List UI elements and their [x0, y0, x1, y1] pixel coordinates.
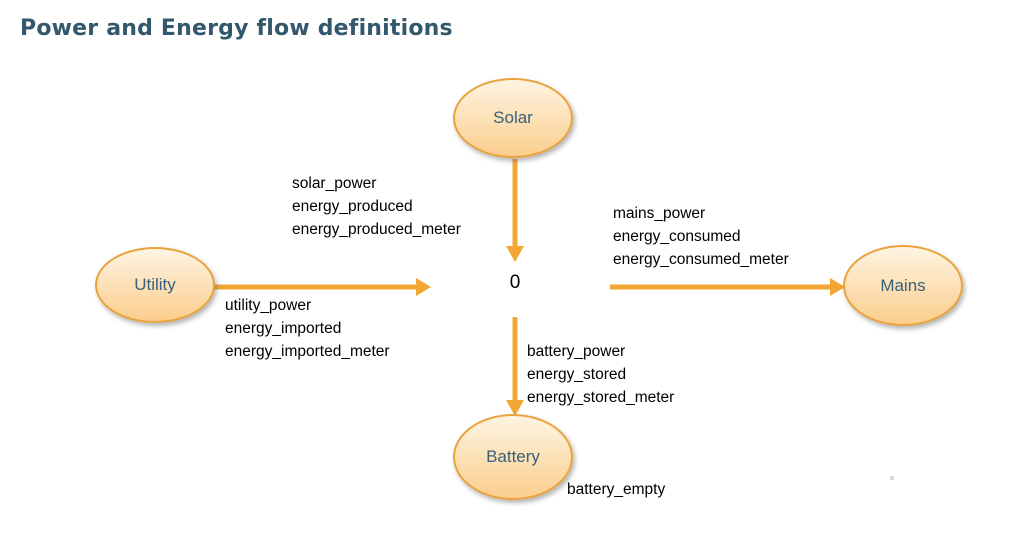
flow-label: mains_power — [613, 205, 706, 222]
flow-label: energy_imported — [225, 320, 342, 337]
node-utility-label: Utility — [134, 275, 176, 294]
node-utility: Utility — [95, 247, 215, 323]
arrow-center-to-mains — [610, 278, 845, 296]
node-solar: Solar — [453, 78, 573, 158]
arrow-solar-to-center — [506, 159, 524, 262]
stray-mark — [890, 476, 894, 480]
flow-label: energy_consumed — [613, 228, 741, 245]
flow-label: energy_produced_meter — [292, 221, 461, 238]
solar-flow-labels: solar_power energy_produced energy_produ… — [292, 172, 461, 241]
flow-label: battery_power — [527, 343, 626, 360]
node-solar-label: Solar — [493, 108, 533, 127]
battery-flow-labels: battery_power energy_stored energy_store… — [527, 340, 674, 409]
center-node-value: 0 — [509, 272, 521, 293]
node-mains: Mains — [843, 245, 963, 326]
utility-flow-labels: utility_power energy_imported energy_imp… — [225, 294, 390, 363]
mains-flow-labels: mains_power energy_consumed energy_consu… — [613, 202, 789, 271]
page-title: Power and Energy flow definitions — [20, 16, 453, 41]
flow-label: solar_power — [292, 175, 377, 192]
flow-label: energy_imported_meter — [225, 343, 390, 360]
flow-label: energy_produced — [292, 198, 413, 215]
flow-label: energy_stored_meter — [527, 389, 675, 406]
flow-label: energy_stored — [527, 366, 627, 383]
arrow-center-to-battery — [506, 317, 524, 416]
flow-label: energy_consumed_meter — [613, 251, 789, 268]
battery-empty-label: battery_empty — [567, 481, 666, 498]
node-battery-label: Battery — [486, 447, 540, 466]
node-mains-label: Mains — [880, 275, 926, 295]
flow-label: utility_power — [225, 297, 312, 314]
node-battery: Battery — [453, 414, 573, 500]
